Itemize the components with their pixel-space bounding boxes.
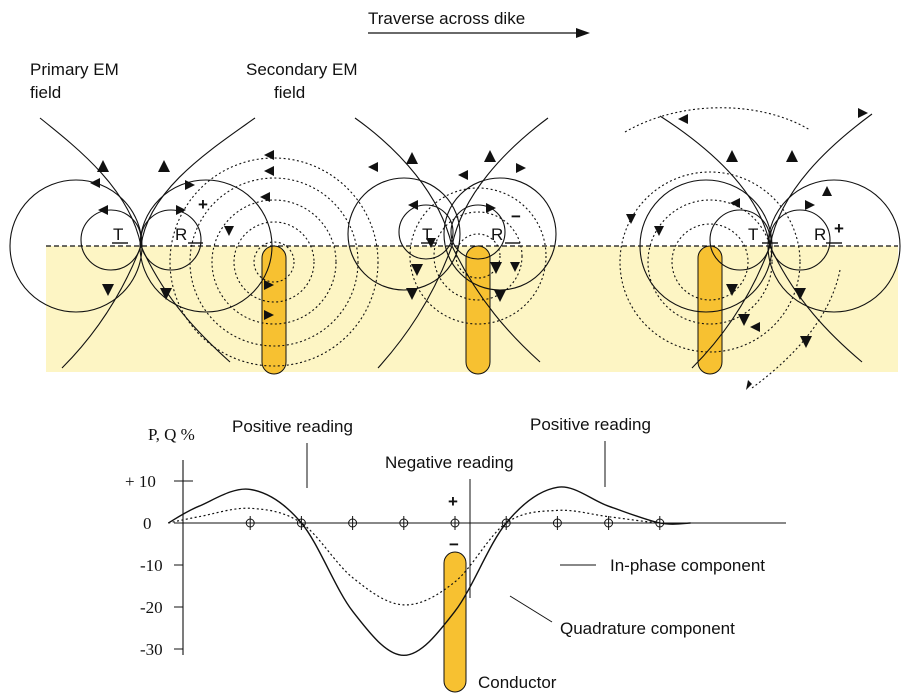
y-tick-label: -10 [140, 556, 163, 575]
receiver-sign: + [198, 195, 208, 214]
quadrature-leader [509, 595, 553, 623]
secondary-field-label-1: Secondary EM [246, 60, 358, 79]
minus-sign: − [449, 535, 459, 554]
primary-field-lines [639, 113, 901, 369]
y-axis-label: P, Q % [148, 425, 195, 444]
secondary-field-lines [409, 187, 547, 325]
receiver-sign: − [511, 207, 521, 226]
receiver-label: R [491, 225, 503, 244]
positive-reading-left: Positive reading [232, 417, 353, 436]
transmitter-label: T [113, 225, 123, 244]
station-2: T R − [347, 117, 557, 369]
station-3: T R + [619, 107, 901, 390]
y-tick-label: -20 [140, 598, 163, 617]
secondary-field-label-2: field [274, 83, 305, 102]
profile-chart: P, Q % + 10 0 -10 -20 -30 Positive readi… [125, 415, 786, 693]
plus-sign: + [448, 492, 458, 511]
station-markers [245, 516, 665, 530]
chart-conductor [443, 551, 467, 693]
traverse-arrowhead [576, 28, 590, 38]
y-tick-label: -30 [140, 640, 163, 659]
primary-field-label-1: Primary EM [30, 60, 119, 79]
negative-reading: Negative reading [385, 453, 514, 472]
station-1: T R + [9, 117, 379, 369]
field-arrows [90, 150, 274, 320]
positive-reading-right: Positive reading [530, 415, 651, 434]
dike-3 [697, 245, 723, 375]
in-phase-label: In-phase component [610, 556, 765, 575]
transmitter-label: T [422, 225, 432, 244]
primary-field-label-2: field [30, 83, 61, 102]
primary-field-lines [9, 117, 273, 369]
secondary-field-lines [619, 107, 841, 389]
y-tick-label: 0 [143, 514, 152, 533]
secondary-field-lines [169, 157, 379, 367]
dike-2 [465, 245, 491, 375]
field-arrows [626, 108, 868, 390]
conductor-label: Conductor [478, 673, 557, 692]
traverse-label: Traverse across dike [368, 9, 525, 28]
field-arrows [368, 150, 526, 302]
quadrature-label: Quadrature component [560, 619, 735, 638]
transmitter-label: T [748, 225, 758, 244]
y-ticks: + 10 0 -10 -20 -30 [125, 472, 193, 659]
receiver-sign: + [834, 219, 844, 238]
receiver-label: R [175, 225, 187, 244]
dike-1 [261, 245, 287, 375]
in-phase-series-line [167, 486, 691, 657]
receiver-label: R [814, 225, 826, 244]
y-tick-label: + 10 [125, 472, 156, 491]
quadrature-series-line [168, 507, 691, 606]
